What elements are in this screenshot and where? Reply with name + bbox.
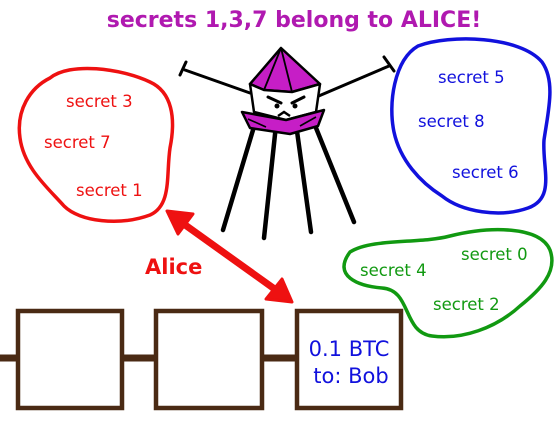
red-secret-item: secret 1 bbox=[76, 181, 143, 200]
green-secret-item: secret 4 bbox=[360, 261, 427, 280]
robot-icon bbox=[178, 46, 396, 241]
red-secret-item: secret 7 bbox=[44, 133, 111, 152]
block-with-transaction bbox=[294, 308, 404, 411]
green-secret-item: secret 0 bbox=[461, 245, 528, 264]
red-secret-item: secret 3 bbox=[66, 92, 133, 111]
red-secrets-blob: secret 3 secret 7 secret 1 bbox=[17, 66, 175, 223]
alice-label: Alice bbox=[145, 255, 202, 279]
robot-face bbox=[248, 82, 322, 122]
block bbox=[15, 308, 125, 411]
transaction-amount: 0.1 BTC bbox=[309, 337, 390, 361]
diagram-title: secrets 1,3,7 belong to ALICE! bbox=[107, 8, 482, 33]
blockchain: 0.1 BTC to: Bob bbox=[0, 308, 404, 411]
blue-secrets-blob: secret 5 secret 8 secret 6 bbox=[390, 37, 552, 215]
robot-arms bbox=[178, 55, 396, 100]
green-secrets-blob: secret 0 secret 4 secret 2 bbox=[342, 227, 554, 339]
robot-mouth bbox=[277, 110, 291, 118]
robot-legs bbox=[220, 115, 357, 241]
green-secret-item: secret 2 bbox=[433, 295, 500, 314]
red-blob-outline bbox=[17, 66, 175, 223]
robot-roof bbox=[248, 46, 322, 94]
blue-blob-outline bbox=[390, 37, 552, 215]
blue-secret-item: secret 6 bbox=[452, 163, 519, 182]
blue-secret-item: secret 8 bbox=[418, 112, 485, 131]
double-arrow-icon bbox=[165, 209, 294, 304]
robot-skirt bbox=[240, 108, 326, 136]
robot-brows bbox=[266, 95, 306, 105]
transaction-recipient: to: Bob bbox=[313, 364, 388, 388]
blue-secret-item: secret 5 bbox=[438, 68, 505, 87]
block bbox=[153, 308, 265, 411]
green-blob-outline bbox=[342, 227, 554, 339]
